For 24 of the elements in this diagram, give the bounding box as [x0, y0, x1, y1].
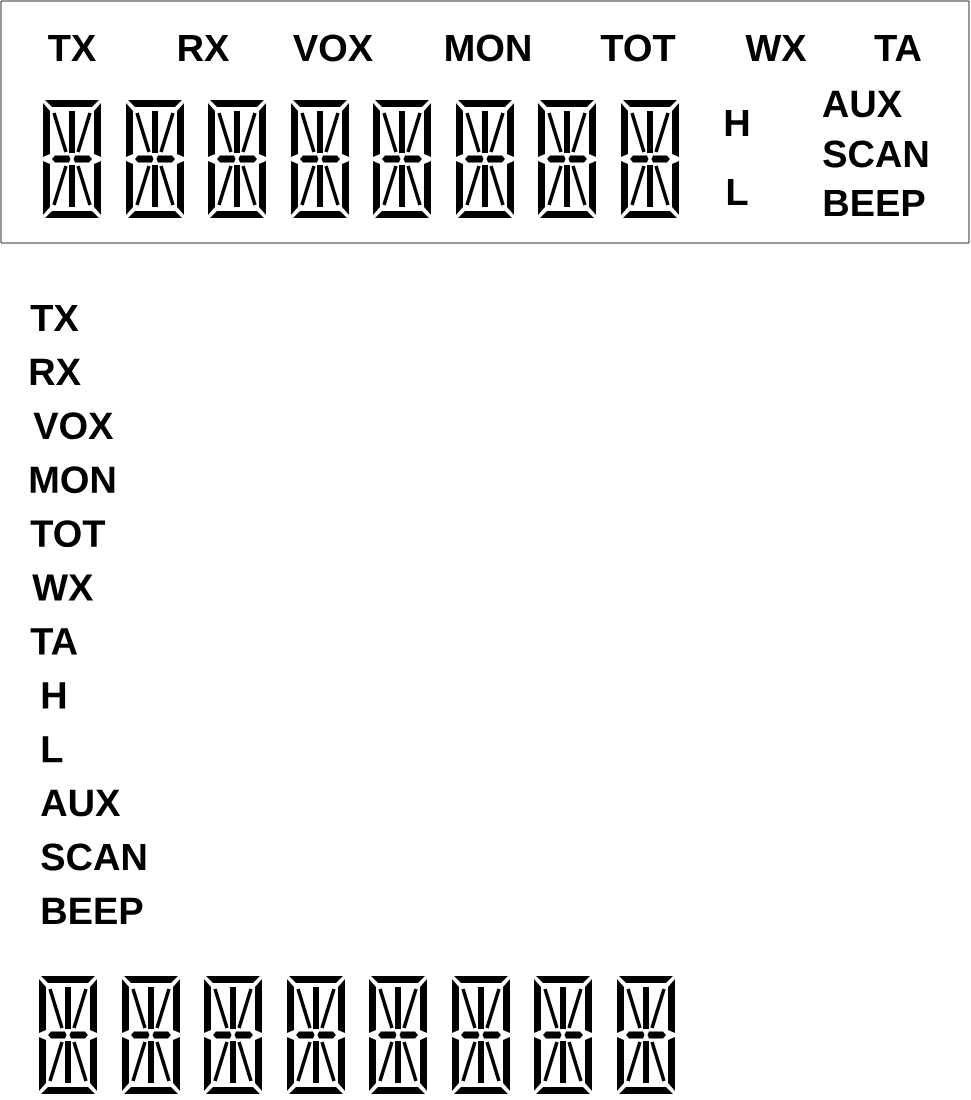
- indicator-label: TA: [30, 628, 78, 655]
- indicator-label: MON: [446, 34, 530, 62]
- indicator-label: BEEP: [824, 189, 925, 217]
- indicator-label: TOT: [30, 520, 106, 548]
- indicator-label: TOT: [600, 34, 676, 62]
- indicator-label: WX: [32, 574, 94, 601]
- indicator-label: H: [42, 682, 66, 709]
- indicator-label: TX: [48, 34, 96, 62]
- indicator-label: TX: [30, 304, 79, 332]
- indicator-label: AUX: [41, 789, 121, 817]
- indicator-label: L: [42, 736, 63, 763]
- indicator-label: RX: [179, 34, 230, 62]
- indicator-label: BEEP: [42, 897, 143, 924]
- indicator-label: VOX: [293, 34, 373, 62]
- indicator-label: SCAN: [41, 843, 146, 871]
- indicator-label: SCAN: [823, 140, 928, 168]
- indicator-label: L: [727, 178, 748, 206]
- indicator-label: TA: [874, 34, 921, 62]
- indicator-label: AUX: [822, 90, 902, 118]
- indicator-label: VOX: [33, 412, 114, 440]
- indicator-label: MON: [30, 466, 115, 494]
- indicator-label: WX: [745, 34, 807, 62]
- indicator-label: H: [725, 109, 749, 137]
- indicator-label: RX: [30, 358, 81, 385]
